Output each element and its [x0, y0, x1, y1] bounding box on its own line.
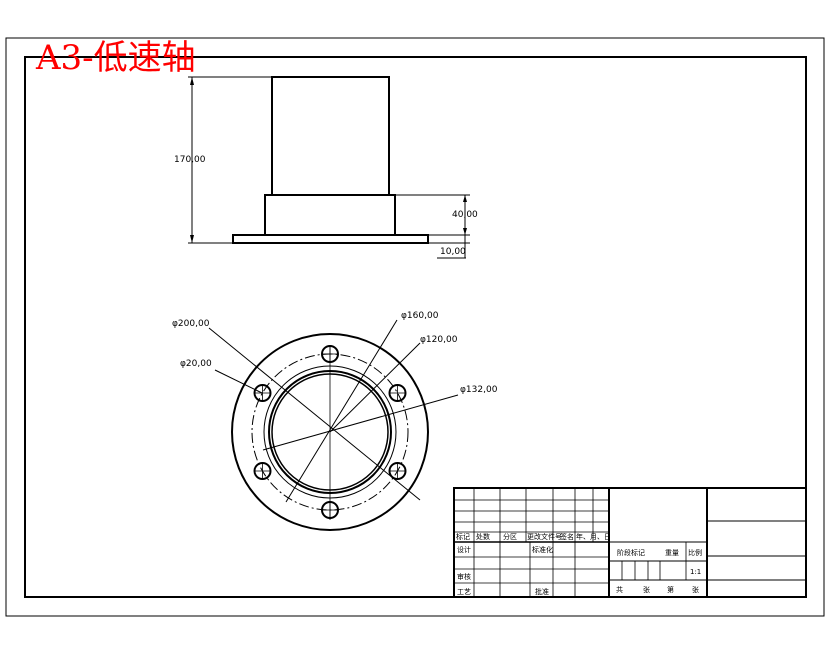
outer-border	[5, 37, 825, 617]
tb-total: 共	[616, 585, 623, 594]
shaft-boss	[264, 194, 396, 236]
leader-inner-boss	[329, 342, 421, 433]
tb-weight: 重量	[665, 549, 679, 557]
tb-sheets-unit: 张	[643, 585, 650, 594]
tb-scale-value: 1:1	[690, 568, 701, 576]
dim-flange-thickness: 10,00	[440, 247, 466, 257]
tb-scale: 比例	[688, 548, 702, 557]
leader-bolt-hole	[214, 369, 263, 394]
tb-design: 设计	[457, 545, 471, 554]
plan-view	[208, 319, 459, 531]
leader-bolt-circle	[285, 319, 398, 503]
leader-pitch-circle	[262, 394, 459, 451]
tb-review: 审核	[457, 572, 471, 581]
tb-process: 工艺	[457, 588, 471, 596]
tb-signature: 签名	[560, 532, 574, 541]
title-block	[453, 487, 807, 598]
inner-frame	[24, 56, 807, 598]
dim-total-height: 170,00	[174, 155, 206, 165]
shaft-body	[271, 76, 390, 196]
front-view	[188, 76, 470, 259]
tb-stage-mark: 阶段标记	[617, 548, 645, 557]
title-block-text: 标记 处数 分区 更改文件号 签名 年、月、日 设计 标准化 审核 工艺 批准 …	[456, 532, 702, 596]
dim-flange-step: 40,00	[452, 210, 478, 220]
leader-outer-diameter	[208, 327, 421, 501]
tb-date: 年、月、日	[576, 532, 611, 541]
dim-outer-diameter: φ200,00	[172, 319, 210, 329]
drawing-title: A3-低速轴	[36, 38, 196, 78]
tb-standardize: 标准化	[532, 545, 553, 554]
tb-zone: 分区	[503, 532, 517, 541]
dim-bolt-hole: φ20,00	[180, 359, 212, 369]
tb-sheet-no: 第	[667, 585, 674, 594]
tb-sheet-unit: 张	[692, 585, 699, 594]
tb-mark: 标记	[456, 532, 470, 541]
dim-pitch-circle: φ132,00	[460, 385, 498, 395]
flange-plate	[232, 234, 429, 244]
dim-inner-boss: φ120,00	[420, 335, 458, 345]
tb-change-doc: 更改文件号	[527, 532, 562, 541]
flange-outer-circle	[231, 333, 429, 531]
dim-bolt-circle: φ160,00	[401, 311, 439, 321]
tb-count: 处数	[476, 532, 490, 541]
tb-approve: 批准	[535, 587, 549, 596]
